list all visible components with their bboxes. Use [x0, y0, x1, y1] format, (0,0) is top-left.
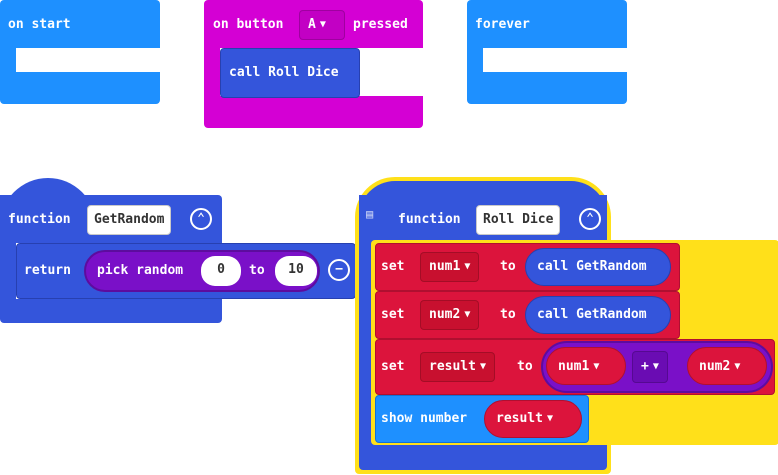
expand-icon[interactable]: ⌃	[190, 208, 212, 230]
call-roll-dice-label: call Roll Dice	[229, 65, 339, 80]
triangle-down-icon: ▼	[546, 413, 553, 424]
show-var-pill[interactable]	[484, 400, 582, 438]
on-button-suffix: pressed	[353, 17, 408, 32]
set-label: set	[381, 307, 405, 322]
show-var-label: result▼	[496, 411, 553, 426]
pick-random-to-label: to	[249, 263, 265, 278]
triangle-down-icon: ▼	[464, 309, 471, 320]
comment-icon[interactable]: ▤	[366, 207, 374, 221]
operator-value: +	[641, 359, 649, 374]
set-label: set	[381, 259, 405, 274]
triangle-down-icon: ▼	[652, 361, 659, 372]
triangle-down-icon: ▼	[734, 361, 741, 372]
operand-num2-label: num2▼	[699, 359, 741, 374]
pick-random-label: pick random	[97, 263, 184, 278]
call-getrandom-label: call GetRandom	[537, 259, 647, 274]
on-start-label: on start	[8, 17, 71, 32]
var-num2-dropdown[interactable]: num2▼	[420, 300, 480, 330]
on-button-prefix: on button	[213, 17, 284, 32]
var-num1: num1	[429, 259, 461, 274]
call-getrandom-pill[interactable]	[525, 248, 671, 286]
var-num1-dropdown[interactable]: num1▼	[420, 252, 480, 282]
pick-random-min-input[interactable]: 0	[201, 256, 241, 286]
minus-circle-icon[interactable]: −	[328, 259, 350, 281]
to-label: to	[500, 259, 516, 274]
triangle-down-icon: ▼	[479, 361, 486, 372]
triangle-down-icon: ▼	[319, 19, 326, 30]
operand-num1-label: num1▼	[558, 359, 600, 374]
call-getrandom-pill[interactable]	[525, 296, 671, 334]
getrandom-name-field[interactable]: GetRandom	[87, 205, 172, 235]
set-label: set	[381, 359, 405, 374]
var-result: result	[429, 359, 476, 374]
to-label: to	[517, 359, 533, 374]
button-value: A	[308, 17, 316, 32]
var-result-dropdown[interactable]: result▼	[420, 352, 495, 382]
expand-icon[interactable]: ⌃	[579, 208, 601, 230]
pick-random-max-input[interactable]: 10	[275, 256, 317, 286]
forever-label: forever	[475, 17, 530, 32]
roll-dice-name-field[interactable]: Roll Dice	[476, 205, 561, 235]
call-roll-dice-block[interactable]	[220, 48, 360, 98]
call-getrandom-label: call GetRandom	[537, 307, 647, 322]
getrandom-function-keyword: function	[8, 212, 71, 227]
triangle-down-icon: ▼	[464, 261, 471, 272]
operand-num1-pill[interactable]	[546, 347, 626, 385]
operator-dropdown[interactable]: +▼	[632, 351, 668, 383]
show-number-label: show number	[381, 411, 468, 426]
return-label: return	[24, 263, 71, 278]
triangle-down-icon: ▼	[593, 361, 600, 372]
button-dropdown[interactable]: A▼	[299, 10, 345, 40]
operand-num2-pill[interactable]	[687, 347, 767, 385]
roll-dice-function-keyword: function	[398, 212, 461, 227]
var-num2: num2	[429, 307, 461, 322]
to-label: to	[500, 307, 516, 322]
